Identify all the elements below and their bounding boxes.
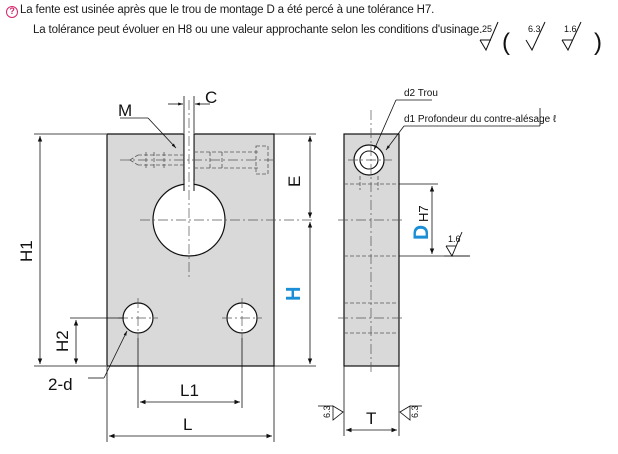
- front-center-lines: [118, 100, 312, 338]
- roughness-63-label: 6.3: [528, 24, 541, 34]
- label-T: T: [366, 409, 376, 428]
- side-view: [338, 110, 405, 372]
- question-bulb-icon: ?: [6, 6, 18, 18]
- side-hidden-lines: [344, 176, 399, 334]
- side-center-lines: [338, 110, 405, 372]
- note-text-1: La fente est usinée après que le trou de…: [20, 4, 435, 16]
- label-H1: H1: [17, 240, 36, 262]
- label-d1-depth: d1 Profondeur du contre-alésage ℓ: [404, 114, 557, 125]
- roughness-open-paren: (: [502, 29, 510, 56]
- label-D: D: [410, 225, 433, 240]
- note-line-1: ?La fente est usinée après que le trou d…: [6, 4, 434, 18]
- roughness-symbols-header: 25 ( 6.3 1.6 ): [479, 21, 602, 56]
- label-d2-trou: d2 Trou: [404, 88, 438, 99]
- roughness-63-left: 6.3: [318, 405, 344, 421]
- roughness-16-bore: 1.6: [444, 231, 470, 257]
- roughness-63-right-label: 6.3: [410, 405, 420, 418]
- label-L1: L1: [180, 381, 199, 400]
- label-M: M: [118, 101, 132, 120]
- front-view: [106, 100, 312, 367]
- roughness-25-label: 25: [482, 24, 492, 34]
- roughness-16-bore-label: 1.6: [448, 234, 461, 244]
- label-E: E: [285, 176, 304, 187]
- roughness-63-left-label: 6.3: [322, 405, 332, 418]
- note-text-2: La tolérance peut évoluer en H8 ou une v…: [33, 24, 483, 36]
- note-line-2: La tolérance peut évoluer en H8 ou une v…: [33, 24, 482, 36]
- label-L: L: [183, 415, 192, 434]
- label-C: C: [205, 88, 217, 107]
- roughness-25-icon: [479, 21, 499, 52]
- front-view-dimensions: [34, 96, 316, 442]
- label-H2: H2: [53, 330, 72, 352]
- label-H: H: [283, 287, 305, 301]
- roughness-16-label: 1.6: [564, 24, 577, 34]
- roughness-63-icon: [525, 21, 546, 52]
- label-2-d: 2-d: [48, 375, 73, 394]
- roughness-16-icon: [561, 21, 582, 52]
- roughness-close-paren: ): [594, 29, 602, 56]
- clamp-screw-hidden: [129, 145, 269, 175]
- side-view-dimensions: [343, 99, 541, 436]
- label-H7: H7: [416, 205, 431, 222]
- roughness-63-right: 6.3: [399, 405, 422, 421]
